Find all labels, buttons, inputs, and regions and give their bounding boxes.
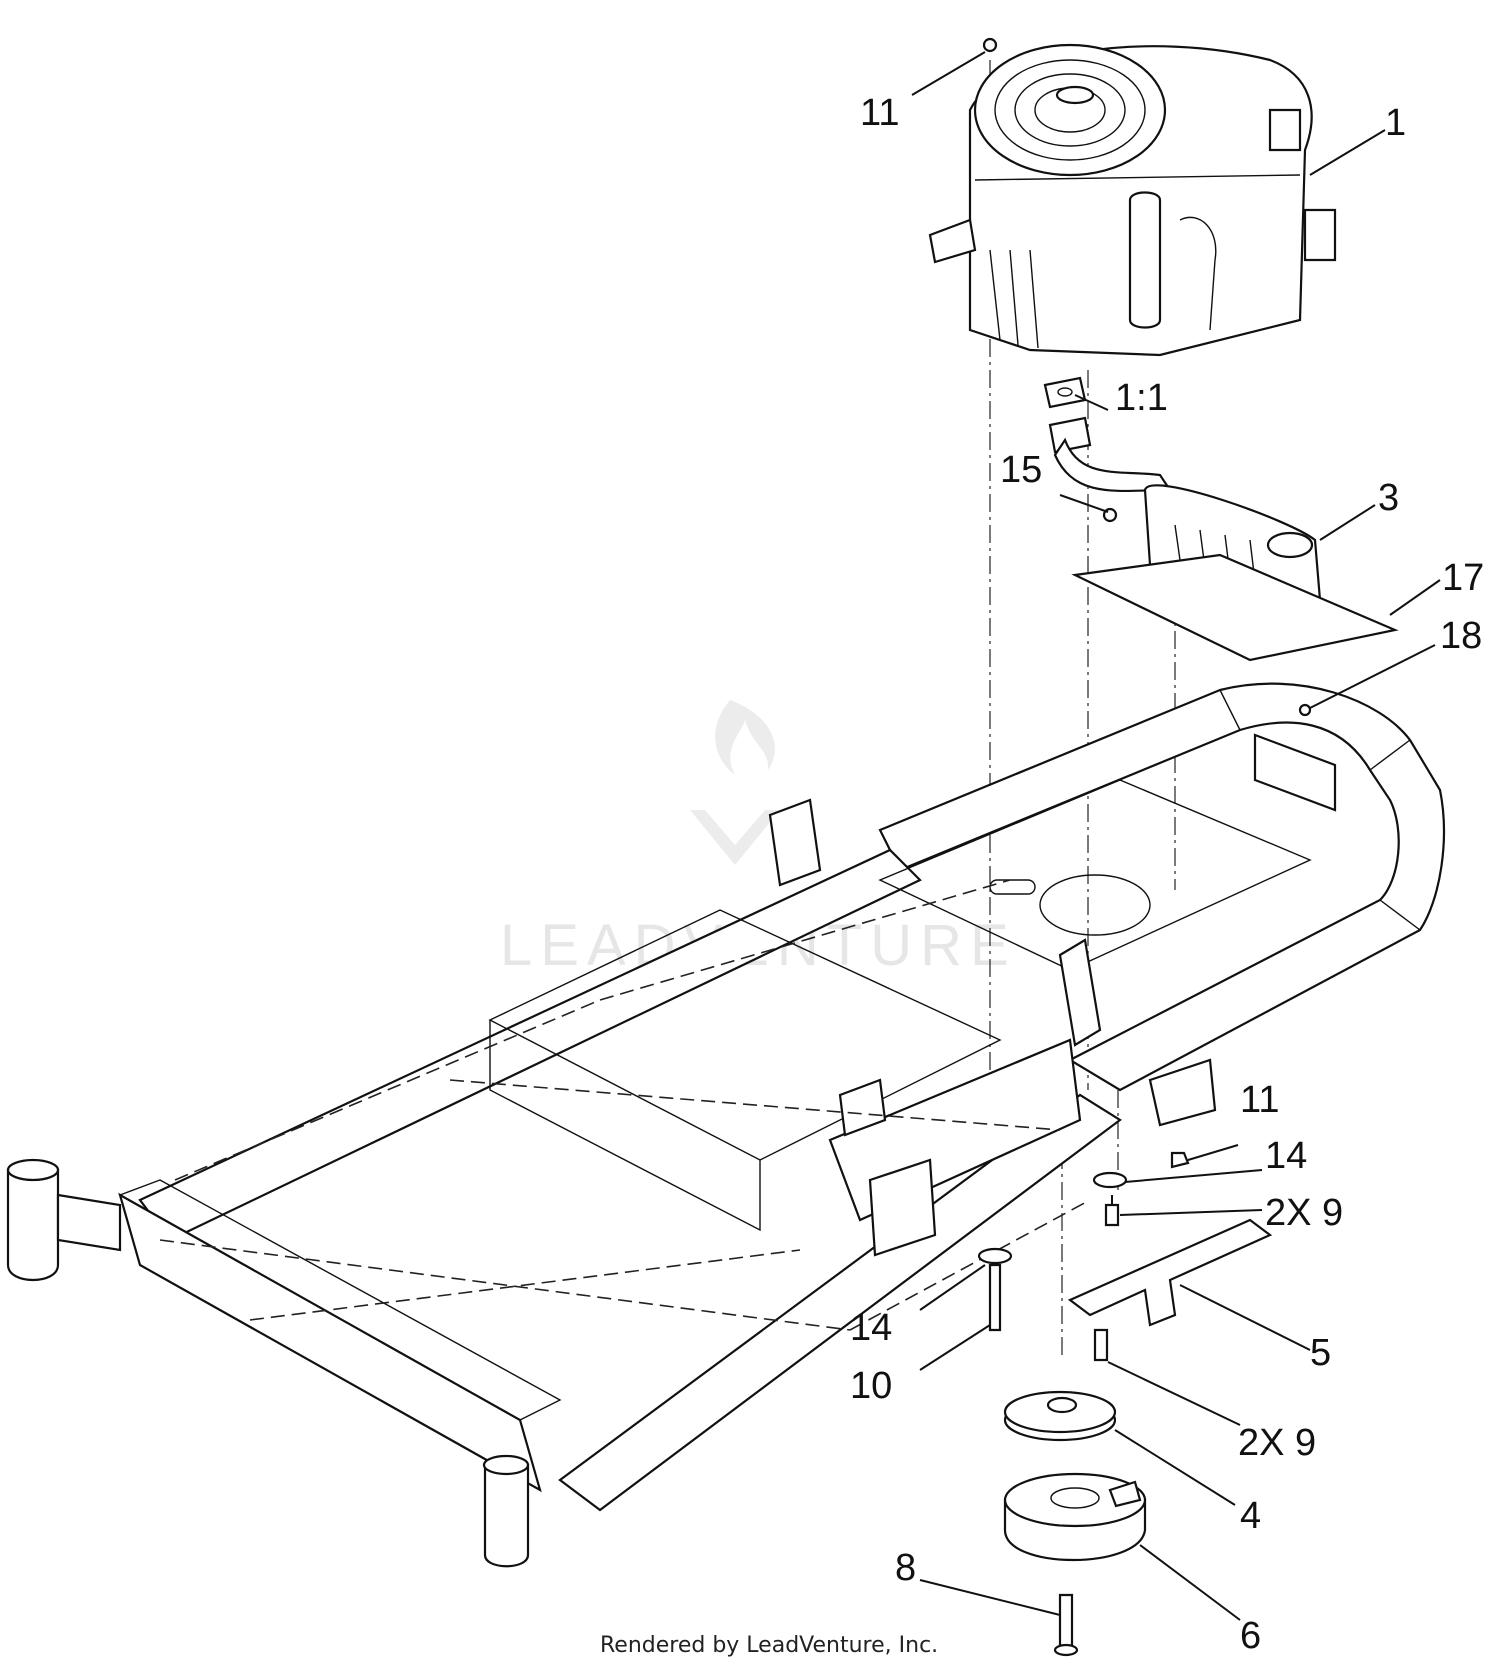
callout-6: 6 [1240,1615,1261,1657]
callout-17: 17 [1442,557,1484,599]
mower-frame [6,682,1445,1568]
muffler-assembly [1043,376,1399,717]
callout-14-left: 14 [850,1307,892,1349]
callout-2x9-top: 2X 9 [1265,1192,1343,1234]
leader-lines [911,51,1441,1621]
callout-15: 15 [1000,449,1042,491]
flame-logo-icon [715,700,775,775]
callout-2x9-bottom: 2X 9 [1238,1422,1316,1464]
footer-credit: Rendered by LeadVenture, Inc. [600,1633,938,1658]
callout-10: 10 [850,1365,892,1407]
callout-4: 4 [1240,1495,1261,1537]
callout-8: 8 [895,1547,916,1589]
callout-11-top: 11 [860,92,899,134]
callout-11-mid: 11 [1240,1079,1279,1121]
hardware [977,37,1273,1657]
callouts: 11 1 1:1 15 3 17 18 11 14 2X 9 14 5 10 2… [850,92,1484,1657]
callout-1: 1 [1385,102,1406,144]
callout-1-1: 1:1 [1115,377,1168,419]
callout-14-right: 14 [1265,1135,1307,1177]
callout-5: 5 [1310,1332,1331,1374]
callout-18: 18 [1440,615,1482,657]
callout-3: 3 [1378,477,1399,519]
frame-hidden-lines [159,879,1091,1331]
engine [928,43,1337,357]
